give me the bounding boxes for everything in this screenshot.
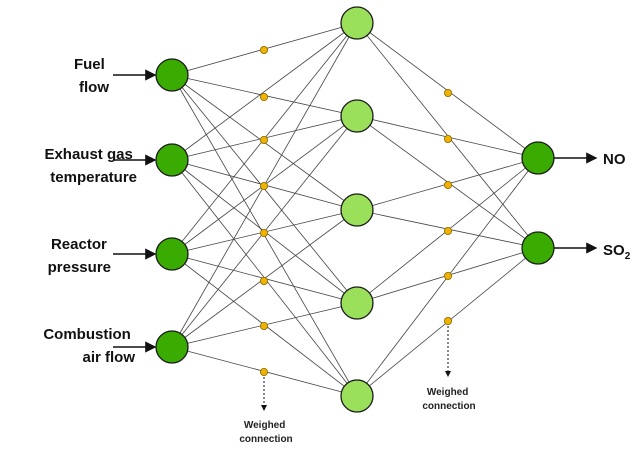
weight-dot-4 [259,181,268,190]
nodes-layer [155,6,555,413]
connection-i2-h1 [171,22,358,161]
weight-dot-2 [259,93,268,102]
hidden-node-1 [340,6,374,40]
weights-layer [259,46,452,376]
weight-dot-10 [443,134,452,143]
weight-dot-12 [443,226,452,235]
input-node-2 [155,143,189,177]
annotation-left-weighed-connection: Weighed connection [239,420,292,445]
arrows-layer [113,69,598,411]
hidden-node-5 [340,379,374,413]
weight-dot-6 [259,276,268,285]
weight-dot-3 [259,135,268,144]
input-node-1 [155,58,189,92]
weight-dot-9 [443,89,452,98]
annotation-right-weighed-connection: Weighed connection [422,387,475,412]
input-label-combustion-air-flow: Combustion air flow [43,326,135,366]
weight-dot-7 [259,321,268,330]
input-label-exhaust-gas-temperature: Exhaust gas temperature [44,146,137,186]
input-node-4 [155,330,189,364]
output-label-so2: SO2 [603,242,631,262]
output-node-1 [521,141,555,175]
weight-dot-13 [443,271,452,280]
output-node-2 [521,231,555,265]
weight-dot-1 [259,46,268,55]
weight-dot-8 [259,367,268,376]
hidden-node-2 [340,99,374,133]
input-node-3 [155,237,189,271]
weight-dot-5 [259,228,268,237]
input-label-fuel-flow: Fuel flow [74,56,109,96]
input-label-reactor-pressure: Reactor pressure [48,236,111,276]
weight-dot-11 [443,180,452,189]
hidden-node-3 [340,193,374,227]
output-label-no: NO [603,151,626,168]
weight-dot-14 [443,316,452,325]
hidden-node-4 [340,286,374,320]
